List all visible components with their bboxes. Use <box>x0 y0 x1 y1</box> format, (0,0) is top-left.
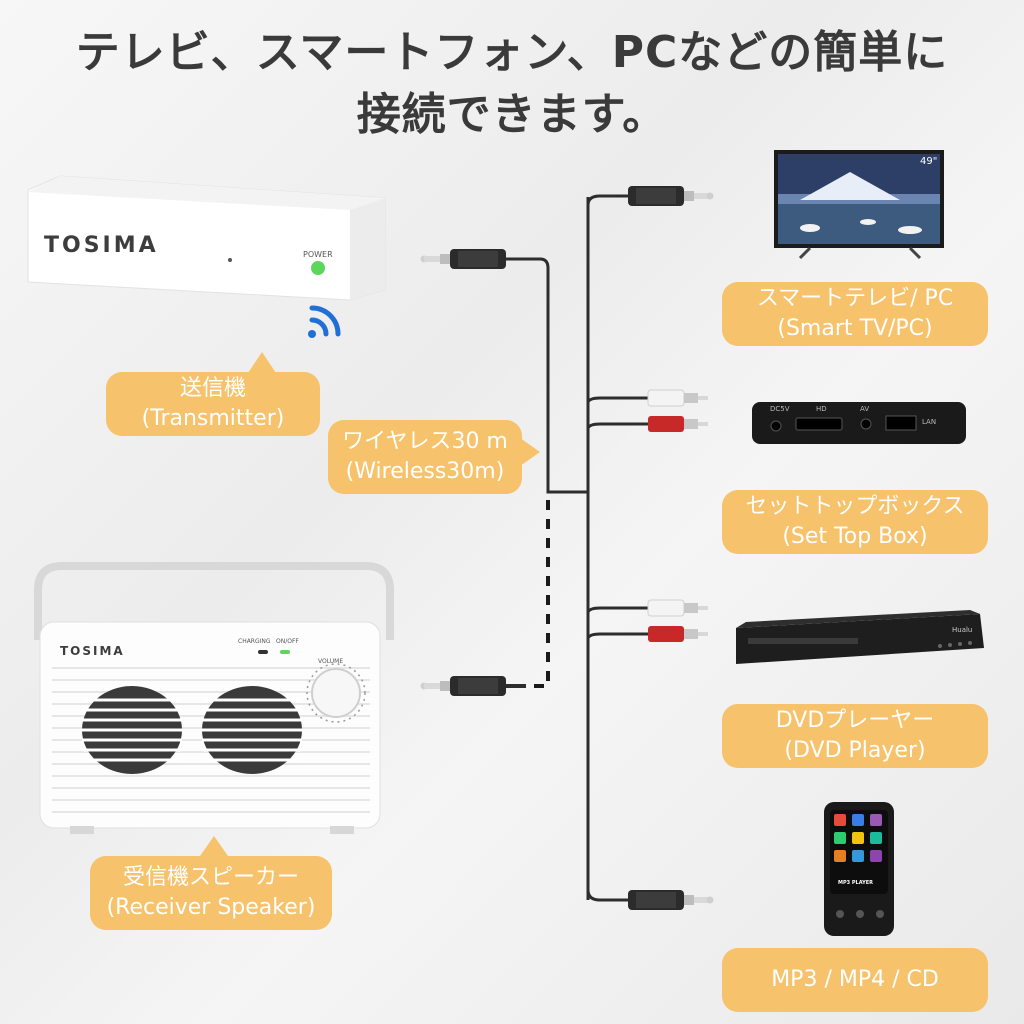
speaker-grille-right <box>202 686 302 774</box>
transmitter-cable <box>500 257 588 494</box>
stb-port-dc5v: DC5V <box>770 405 790 413</box>
volume-label: VOLUME <box>318 658 344 665</box>
receiver-callout: 受信機スピーカー (Receiver Speaker) <box>90 856 332 930</box>
transmitter-callout-jp: 送信機 <box>179 376 246 401</box>
dvd-callout-jp: DVDプレーヤー <box>775 708 935 733</box>
dvd-brand: Hualu <box>952 626 973 634</box>
wireless-callout-jp: ワイヤレス30 m <box>342 429 508 454</box>
stb-port-hd: HD <box>816 405 827 413</box>
mp3-callout: MP3 / MP4 / CD <box>722 948 988 1012</box>
set-top-box-callout: セットトップボックス (Set Top Box) <box>722 490 988 554</box>
speaker-grille-left <box>82 686 182 774</box>
charging-label: CHARGING <box>238 638 271 645</box>
aux-plug-tv <box>628 186 714 206</box>
aux-plug-receiver <box>420 676 526 696</box>
rca-branch-dvd-bottom <box>586 632 648 639</box>
receiver-callout-jp: 受信機スピーカー <box>122 865 299 890</box>
transmitter-device <box>27 175 386 301</box>
wireless-callout: ワイヤレス30 m (Wireless30m) <box>328 420 522 494</box>
rca-plug-red-stb <box>648 416 708 432</box>
title-line-1: テレビ、スマートフォン、PCなどの簡単に <box>75 27 949 78</box>
power-label: POWER <box>303 250 333 259</box>
mp3-screen-label: MP3 PLAYER <box>838 880 873 886</box>
mp3-callout-jp: MP3 / MP4 / CD <box>771 967 939 992</box>
rca-plug-white-stb <box>647 389 708 407</box>
power-led <box>311 261 325 275</box>
tv-size-badge: 49" <box>920 156 938 167</box>
aux-plug-transmitter <box>420 249 506 269</box>
smart-tv-callout-en: (Smart TV/PC) <box>777 316 933 341</box>
mp3-player-image <box>824 802 894 936</box>
rca-branch-stb-top <box>586 396 648 403</box>
stb-port-av: AV <box>860 405 870 413</box>
set-top-box-callout-en: (Set Top Box) <box>782 524 928 549</box>
title-line-2: 接続できます。 <box>356 89 668 140</box>
transmitter-callout-en: (Transmitter) <box>141 406 285 431</box>
dvd-player-image <box>736 610 984 664</box>
smart-tv-callout: スマートテレビ/ PC (Smart TV/PC) <box>722 282 988 346</box>
trunk-bottom-bend <box>586 889 628 902</box>
wireless-dashed-line <box>520 500 550 688</box>
rca-branch-dvd-top <box>586 606 648 613</box>
volume-knob <box>311 668 361 718</box>
receiver-brand: TOSIMA <box>60 644 125 658</box>
wireless-signal-icon <box>308 305 341 338</box>
wireless-callout-en: (Wireless30m) <box>345 459 505 484</box>
onoff-label: ON/OFF <box>276 638 299 645</box>
dvd-callout: DVDプレーヤー (DVD Player) <box>722 704 988 768</box>
aux-plug-mp3 <box>628 890 714 910</box>
page-title: テレビ、スマートフォン、PCなどの簡単に 接続できます。 <box>0 22 1024 146</box>
rca-branch-stb-bottom <box>586 422 648 429</box>
transmitter-callout: 送信機 (Transmitter) <box>106 372 320 436</box>
dvd-callout-en: (DVD Player) <box>784 738 926 763</box>
receiver-speaker <box>34 562 394 834</box>
stb-port-lan: LAN <box>922 418 937 426</box>
transmitter-brand: TOSIMA <box>44 233 159 258</box>
rca-plug-white-dvd <box>647 599 708 617</box>
smart-tv-callout-jp: スマートテレビ/ PC <box>756 286 954 311</box>
smart-tv-image <box>774 150 944 260</box>
set-top-box-callout-jp: セットトップボックス <box>745 494 965 519</box>
trunk-top-bend <box>586 194 628 206</box>
set-top-box-image <box>752 402 966 444</box>
receiver-callout-en: (Receiver Speaker) <box>106 895 316 920</box>
rca-plug-red-dvd <box>648 626 708 642</box>
